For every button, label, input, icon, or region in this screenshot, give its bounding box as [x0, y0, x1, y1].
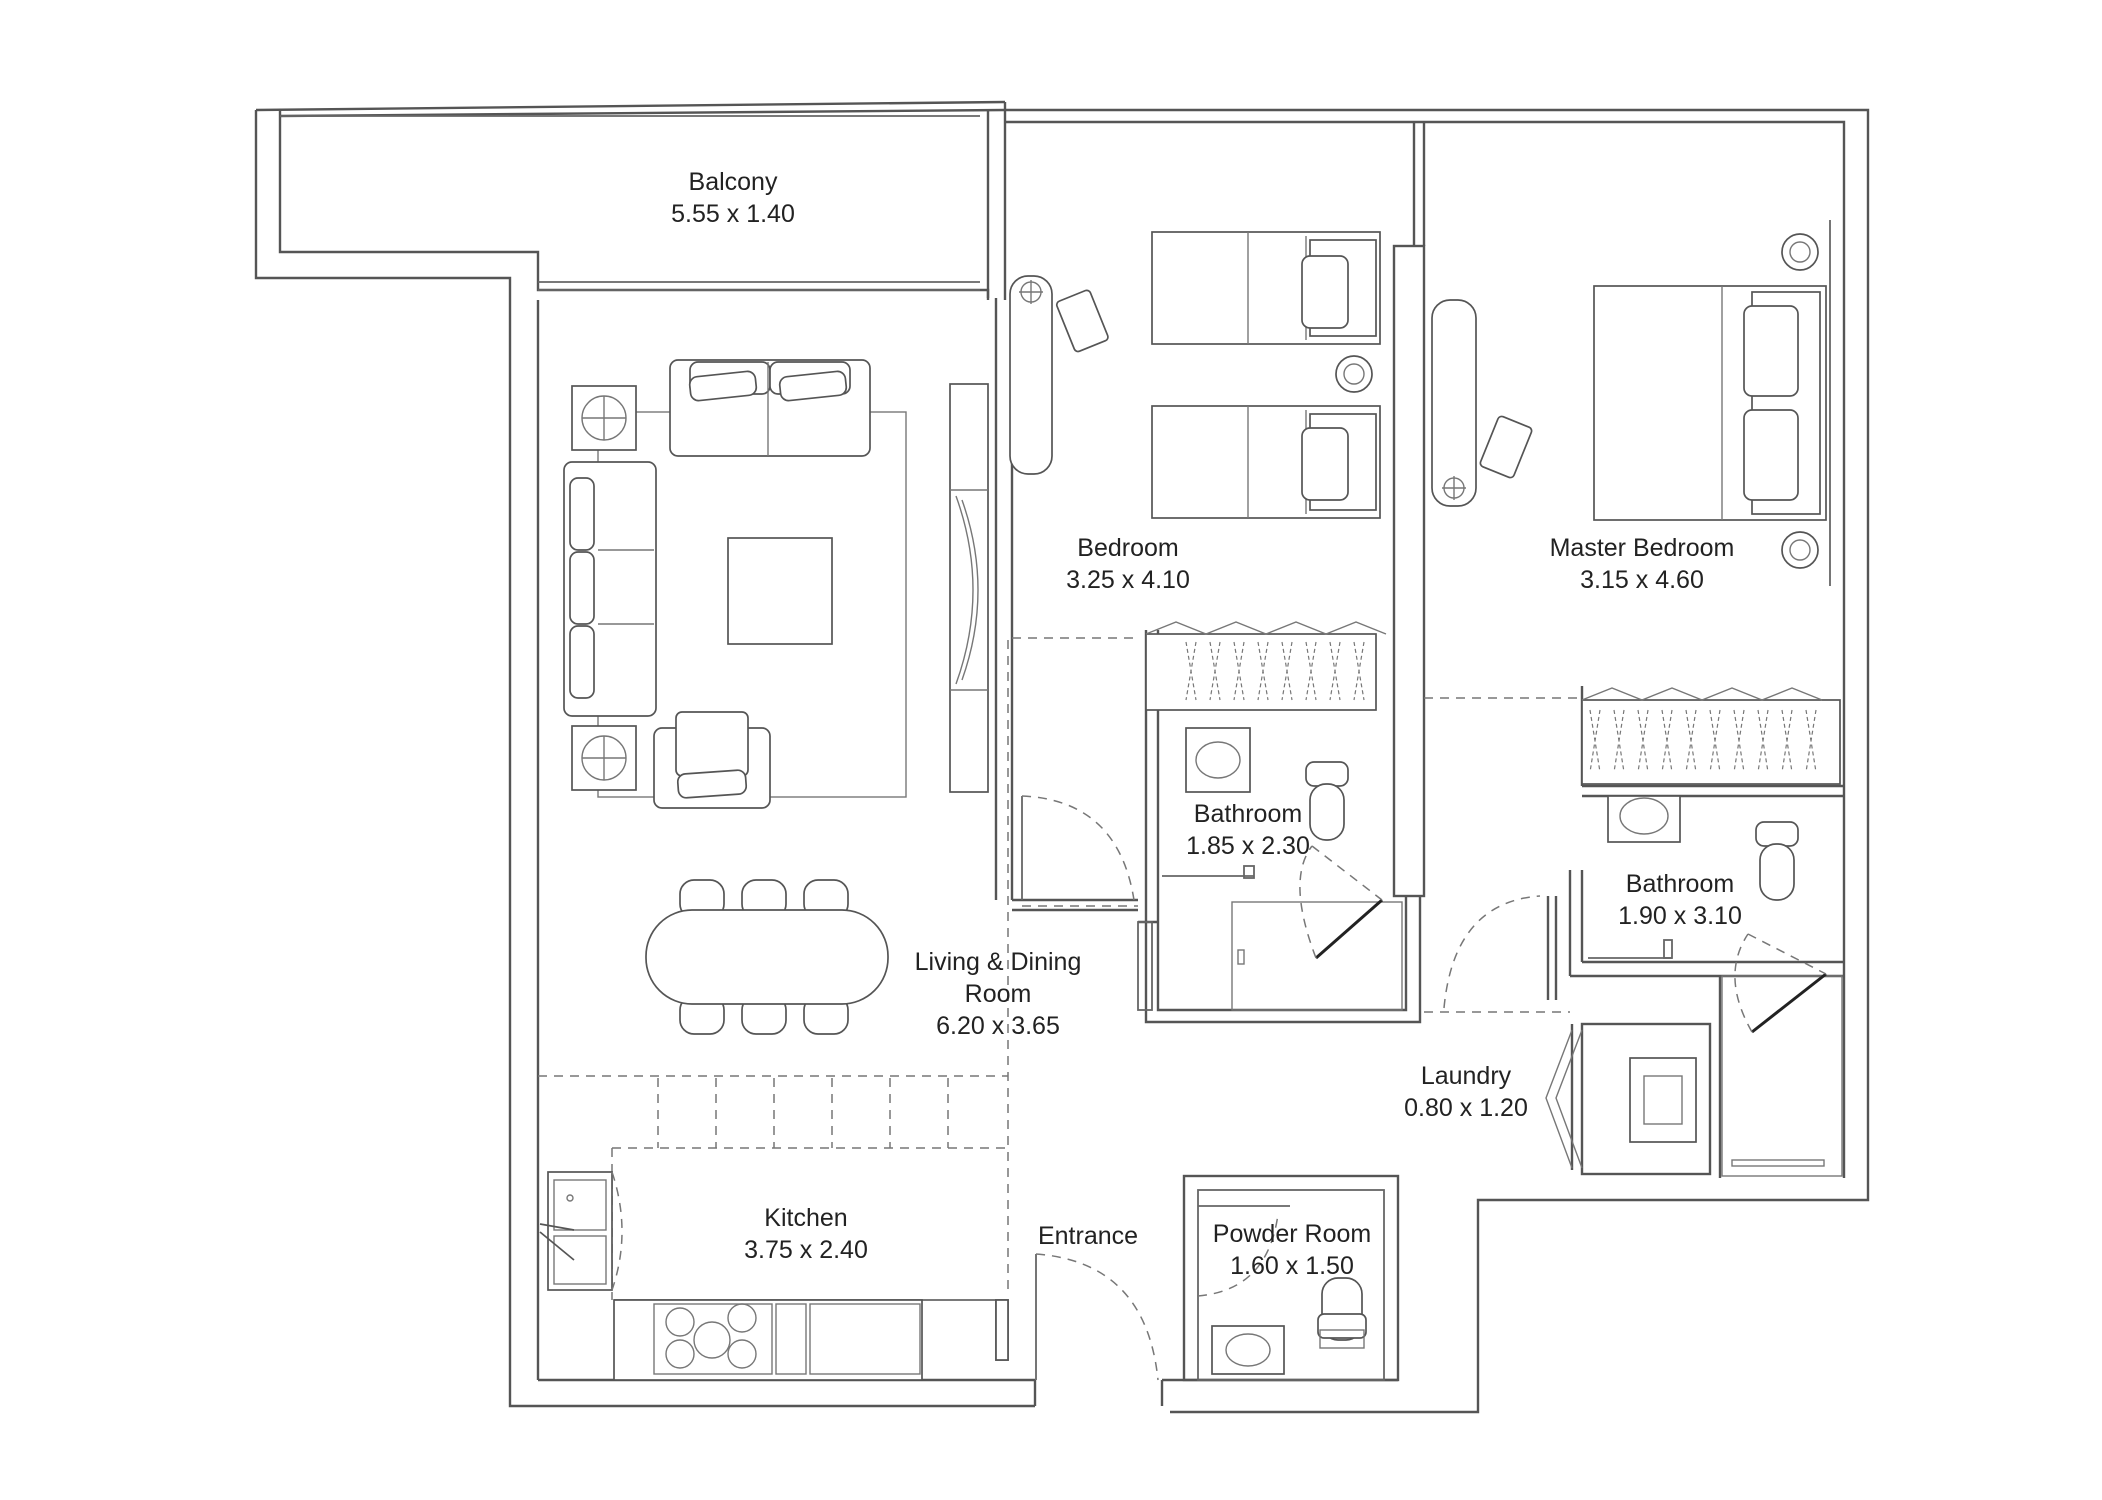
- kitchen-size: 3.75 x 2.40: [744, 1236, 868, 1264]
- dining-furniture: [645, 879, 889, 1035]
- bathroom-1-fixtures: [1162, 727, 1403, 1011]
- living-dining-name-line2: Room: [965, 980, 1032, 1008]
- powder-room-fixtures: [1197, 1205, 1367, 1375]
- master-bedroom-size: 3.15 x 4.60: [1580, 566, 1704, 594]
- laundry-size: 0.80 x 1.20: [1404, 1094, 1528, 1122]
- balcony-area: [280, 115, 980, 291]
- doors: [1021, 795, 1541, 1381]
- balcony-size: 5.55 x 1.40: [671, 200, 795, 228]
- bedroom-furniture: [1009, 231, 1387, 711]
- bathroom-2-fixtures: [1588, 795, 1843, 1177]
- powder-room-name: Powder Room: [1213, 1220, 1371, 1248]
- living-dining-name-line1: Living & Dining: [915, 948, 1082, 976]
- bedroom-name: Bedroom: [1077, 534, 1178, 562]
- laundry-fixtures: [1545, 1029, 1697, 1169]
- kitchen-name: Kitchen: [764, 1204, 847, 1232]
- dashed-boundaries: [538, 637, 1582, 1300]
- balcony-name: Balcony: [689, 168, 778, 196]
- bathroom-2-name: Bathroom: [1626, 870, 1734, 898]
- bedroom-size: 3.25 x 4.10: [1066, 566, 1190, 594]
- living-furniture: [563, 359, 989, 809]
- room-labels: Balcony 5.55 x 1.40 Bedroom 3.25 x 4.10 …: [671, 168, 1742, 1280]
- bathroom-1-size: 1.85 x 2.30: [1186, 832, 1310, 860]
- master-bedroom-name: Master Bedroom: [1550, 534, 1735, 562]
- living-dining-size: 6.20 x 3.65: [936, 1012, 1060, 1040]
- powder-room-size: 1.60 x 1.50: [1230, 1252, 1354, 1280]
- laundry-name: Laundry: [1421, 1062, 1512, 1090]
- bathroom-1-name: Bathroom: [1194, 800, 1302, 828]
- kitchen-furniture: [539, 1171, 1009, 1381]
- entrance-name: Entrance: [1038, 1222, 1138, 1250]
- master-bedroom-furniture: [1431, 220, 1841, 785]
- bathroom-2-size: 1.90 x 3.10: [1618, 902, 1742, 930]
